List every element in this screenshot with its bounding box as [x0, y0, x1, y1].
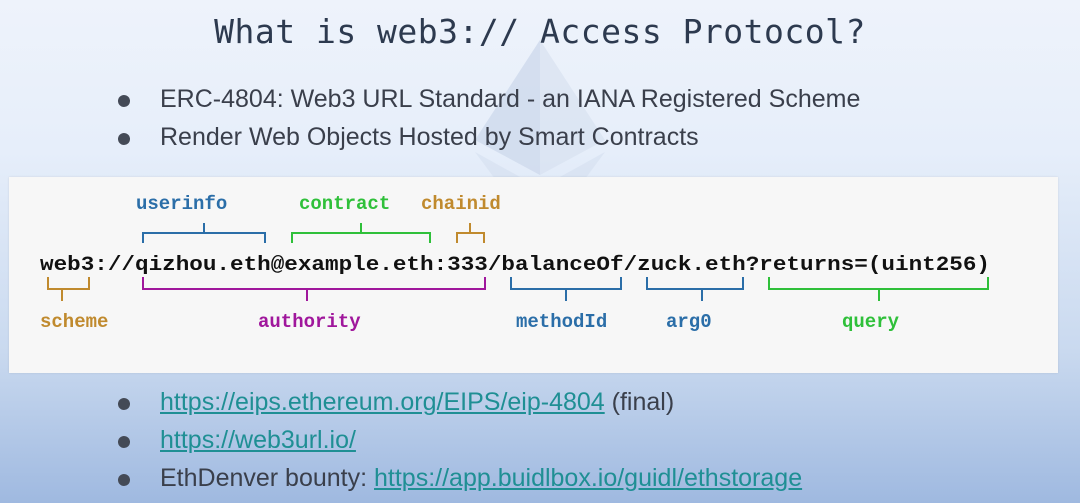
bracket-authority — [142, 277, 486, 301]
bullet-item: ERC-4804: Web3 URL Standard - an IANA Re… — [0, 80, 860, 118]
label-methodid: methodId — [516, 311, 607, 333]
label-chainid: chainid — [421, 193, 501, 215]
url-structure-diagram: userinfo contract chainid web3://qizhou.… — [9, 177, 1058, 373]
top-bullet-list: ERC-4804: Web3 URL Standard - an IANA Re… — [0, 80, 860, 156]
bounty-prefix: EthDenver bounty: — [160, 464, 375, 492]
label-authority: authority — [258, 311, 361, 333]
bracket-methodid — [510, 277, 622, 301]
buidlbox-link[interactable]: https://app.buidlbox.io/guidl/ethstorage — [374, 464, 803, 492]
bullet-item: EthDenver bounty: https://app.buidlbox.i… — [0, 459, 802, 497]
label-query: query — [842, 311, 900, 333]
eip-4804-link[interactable]: https://eips.ethereum.org/EIPS/eip-4804 — [160, 388, 605, 416]
bullet-dot — [118, 474, 130, 486]
bullet-text: Render Web Objects Hosted by Smart Contr… — [160, 123, 699, 151]
bullet-dot — [118, 133, 130, 145]
bullet-item: Render Web Objects Hosted by Smart Contr… — [0, 118, 860, 156]
bracket-userinfo — [142, 223, 266, 243]
bullet-text: ERC-4804: Web3 URL Standard - an IANA Re… — [160, 85, 861, 113]
label-userinfo: userinfo — [136, 193, 227, 215]
bracket-contract — [291, 223, 431, 243]
bottom-bullet-list: https://eips.ethereum.org/EIPS/eip-4804 … — [0, 383, 802, 497]
bullet-dot — [118, 398, 130, 410]
slide-title: What is web3:// Access Protocol? — [214, 12, 866, 51]
bracket-arg0 — [646, 277, 744, 301]
bullet-dot — [118, 436, 130, 448]
label-scheme: scheme — [40, 311, 108, 333]
bullet-dot — [118, 95, 130, 107]
bullet-item: https://eips.ethereum.org/EIPS/eip-4804 … — [0, 383, 802, 421]
bracket-query — [768, 277, 989, 301]
label-arg0: arg0 — [666, 311, 712, 333]
web3url-link[interactable]: https://web3url.io/ — [160, 426, 356, 454]
bracket-chainid — [456, 223, 485, 243]
web3-url: web3://qizhou.eth@example.eth:333/balanc… — [40, 254, 990, 277]
final-suffix: (final) — [604, 388, 675, 416]
label-contract: contract — [299, 193, 390, 215]
bracket-scheme — [47, 277, 90, 301]
bullet-item: https://web3url.io/ — [0, 421, 802, 459]
